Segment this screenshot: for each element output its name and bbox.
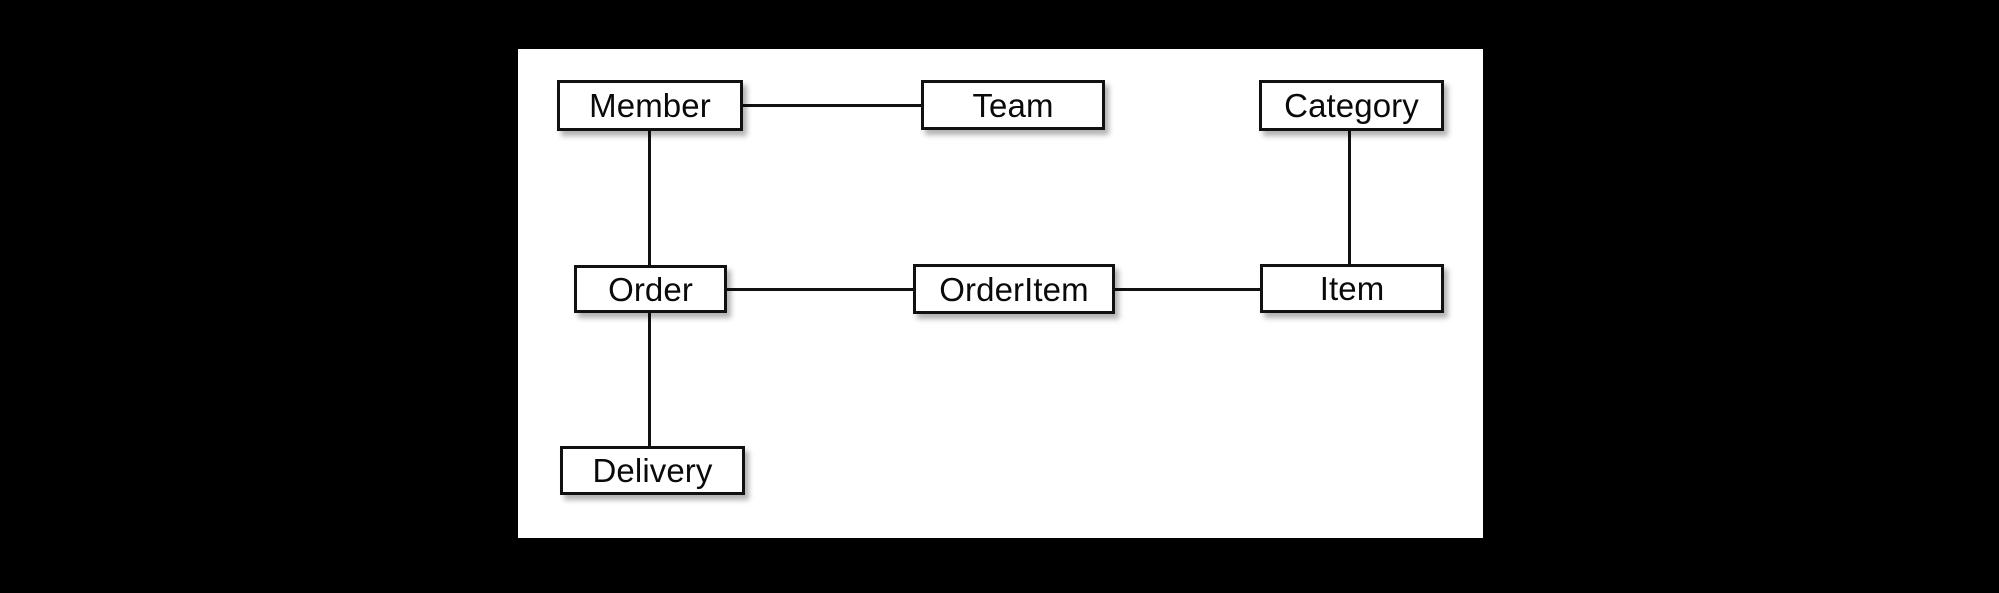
connector-order-orderitem — [727, 288, 913, 291]
connector-orderitem-item — [1115, 288, 1260, 291]
entity-label-member: Member — [589, 87, 711, 124]
entity-label-team: Team — [972, 86, 1054, 124]
entity-label-orderitem: OrderItem — [939, 270, 1089, 308]
connector-member-order — [648, 131, 651, 265]
entity-box-delivery[interactable]: Delivery — [560, 446, 745, 495]
connector-member-team — [743, 104, 921, 107]
entity-box-item[interactable]: Item — [1260, 264, 1444, 313]
entity-box-order[interactable]: Order — [574, 265, 727, 313]
entity-label-delivery: Delivery — [592, 452, 713, 489]
entity-box-orderitem[interactable]: OrderItem — [913, 264, 1115, 314]
entity-label-order: Order — [608, 270, 693, 308]
entity-box-category[interactable]: Category — [1259, 80, 1444, 131]
entity-box-member[interactable]: Member — [557, 80, 743, 131]
entity-box-team[interactable]: Team — [921, 80, 1105, 130]
connector-category-item — [1348, 131, 1351, 264]
entity-label-category: Category — [1284, 87, 1419, 124]
connector-order-delivery — [648, 313, 651, 446]
entity-label-item: Item — [1319, 270, 1385, 307]
